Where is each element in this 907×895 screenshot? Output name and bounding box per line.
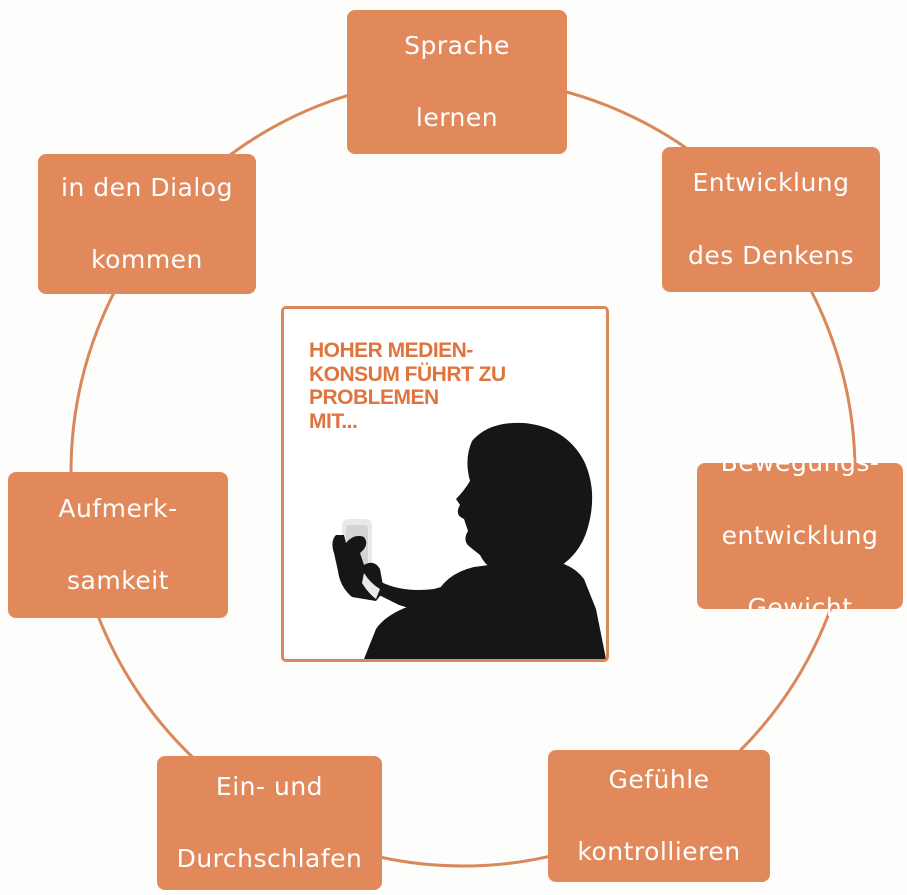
node-line: in den Dialog <box>61 172 233 202</box>
sleeve-highlight <box>362 573 380 599</box>
node-line: des Denkens <box>687 240 855 270</box>
node-line: lernen <box>415 103 499 133</box>
center-title: HOHER MEDIEN- KONSUM FÜHRT ZU PROBLEMEN … <box>309 339 506 433</box>
child-with-smartphone-icon <box>332 422 606 659</box>
child-arm-silhouette <box>369 575 462 610</box>
node-bewegungsentwicklung: Bewegungs- entwicklung Gewicht <box>697 448 903 622</box>
node-line: kommen <box>91 245 203 275</box>
node-line: Gewicht <box>747 593 853 623</box>
node-ein-und-durchschlafen: Ein- und Durchschlafen <box>157 756 382 890</box>
node-gefuehle-kontrollieren: Gefühle kontrollieren <box>548 750 770 882</box>
node-line: Sprache <box>404 30 510 60</box>
node-line: Aufmerk- <box>58 493 178 523</box>
node-line: samkeit <box>67 566 169 596</box>
node-line: kontrollieren <box>577 837 741 867</box>
node-line: Bewegungs- <box>720 448 880 478</box>
node-line: Ein- und <box>215 771 324 801</box>
child-head-silhouette <box>456 422 593 575</box>
center-panel: HOHER MEDIEN- KONSUM FÜHRT ZU PROBLEMEN … <box>281 306 609 662</box>
node-sprache-lernen: Sprache lernen <box>347 10 567 154</box>
node-entwicklung-des-denkens: Entwicklung des Denkens <box>662 147 880 292</box>
node-in-den-dialog-kommen: in den Dialog kommen <box>38 154 256 294</box>
child-body-silhouette <box>364 559 606 659</box>
node-line: Entwicklung <box>692 168 850 198</box>
node-aufmerksamkeit: Aufmerk- samkeit <box>8 472 228 618</box>
node-line: Gefühle <box>608 764 710 794</box>
node-line: Durchschlafen <box>176 844 363 874</box>
node-line: entwicklung <box>721 520 879 550</box>
